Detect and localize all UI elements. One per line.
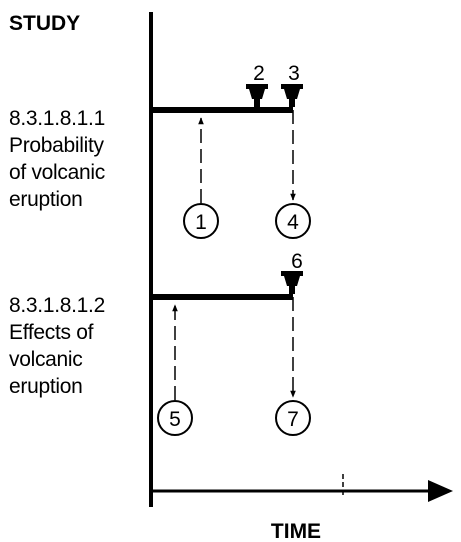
node-4-circle	[275, 203, 311, 239]
study-2-title-line-3: eruption	[9, 375, 83, 398]
time-axis-label: TIME	[271, 520, 321, 542]
milestone-6-label: 6	[291, 250, 303, 273]
milestone-2-marker	[246, 84, 268, 107]
study-column-heading: STUDY	[9, 12, 81, 35]
study-2-label: 8.3.1.8.1.2 Effects of volcanic eruption	[9, 292, 105, 400]
milestone-2-label: 2	[253, 62, 265, 85]
milestone-3-marker	[281, 84, 303, 107]
node-7-circle	[275, 400, 311, 436]
time-axis-arrowhead	[428, 480, 453, 502]
study-2-title-line-1: Effects of	[9, 321, 94, 344]
node-1-circle	[183, 203, 219, 239]
study-1-label: 8.3.1.8.1.1 Probability of volcanic erup…	[9, 105, 105, 213]
study-2-title-line-2: volcanic	[9, 348, 83, 371]
node-4-label: 4	[287, 211, 299, 234]
study-2-id: 8.3.1.8.1.2	[9, 294, 105, 317]
study-1-title-line-3: eruption	[9, 188, 83, 211]
milestone-3-label: 3	[288, 62, 300, 85]
study-1-id: 8.3.1.8.1.1	[9, 107, 105, 130]
node-7-label: 7	[287, 408, 299, 431]
milestone-6-marker	[281, 271, 303, 294]
study-1-title-line-2: of volcanic	[9, 161, 105, 184]
node-1-label: 1	[195, 211, 207, 234]
study-1-title-line-1: Probability	[9, 134, 104, 157]
node-5-label: 5	[169, 408, 181, 431]
node-5-circle	[157, 400, 193, 436]
